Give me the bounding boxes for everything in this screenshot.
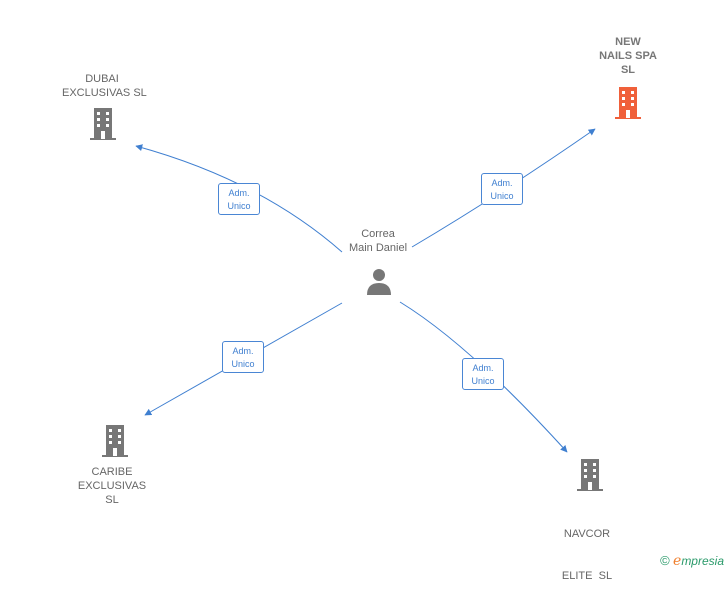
company-caribe-line2: EXCLUSIVAS	[77, 480, 147, 492]
relation-role: Adm.	[491, 178, 513, 188]
company-dubai-line2: EXCLUSIVAS SL	[62, 87, 147, 99]
person-icon	[367, 269, 391, 295]
relation-role-detail: Unico	[227, 201, 251, 211]
relation-label-navcor: Adm. Unico	[462, 358, 504, 390]
company-navcor-label[interactable]: NAVCOR ELITE SL	[547, 499, 627, 597]
relation-role: Adm.	[472, 363, 494, 373]
copyright-symbol: ©	[660, 553, 670, 568]
center-person-name[interactable]: Correa Main Daniel	[328, 227, 428, 255]
building-icon	[577, 459, 603, 491]
building-icon-highlighted	[615, 87, 641, 119]
company-newnails-line2: NAILS SPA	[599, 50, 657, 62]
company-caribe-line1: CARIBE	[91, 466, 133, 478]
relation-label-dubai: Adm. Unico	[218, 183, 260, 215]
company-newnails-label[interactable]: NEW NAILS SPA SL	[588, 35, 668, 77]
relation-role-detail: Unico	[231, 359, 255, 369]
brand-logo: © empresia	[660, 553, 724, 569]
center-name-line1: Correa	[361, 228, 395, 240]
company-newnails-line3: SL	[620, 64, 636, 76]
company-dubai-line1: DUBAI	[85, 73, 119, 85]
center-name-line2: Main Daniel	[348, 242, 408, 254]
relation-role-detail: Unico	[490, 191, 514, 201]
brand-initial: e	[673, 553, 682, 569]
brand-name: mpresia	[681, 554, 724, 568]
relation-role: Adm.	[232, 346, 254, 356]
relation-role: Adm.	[228, 188, 250, 198]
building-icon	[102, 425, 128, 457]
relation-label-caribe: Adm. Unico	[222, 341, 264, 373]
company-caribe-label[interactable]: CARIBE EXCLUSIVAS SL	[72, 465, 152, 507]
company-newnails-line1: NEW	[615, 36, 641, 48]
relation-label-newnails: Adm. Unico	[481, 173, 523, 205]
relation-role-detail: Unico	[471, 376, 495, 386]
company-caribe-line3: SL	[105, 494, 119, 506]
company-navcor-line1: NAVCOR	[563, 528, 611, 540]
building-icon	[90, 108, 116, 140]
company-dubai-label[interactable]: DUBAI EXCLUSIVAS SL	[62, 72, 147, 100]
company-navcor-line2: ELITE SL	[561, 570, 613, 582]
